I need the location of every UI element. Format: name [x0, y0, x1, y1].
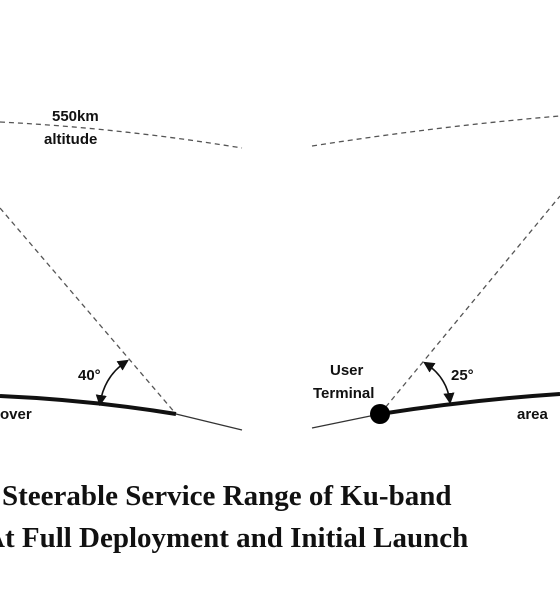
left-ground-coverage — [0, 394, 177, 416]
caption-line-1: Steerable Service Range of Ku-band — [2, 480, 451, 512]
altitude-label-value: 550km — [52, 108, 99, 125]
right-ground-line — [311, 413, 381, 429]
right-beam-line — [379, 195, 560, 415]
right-angle-arc — [423, 361, 455, 405]
user-terminal-label-line2: Terminal — [313, 385, 374, 402]
right-coverage-label: area — [517, 406, 549, 423]
left-angle-arc — [95, 359, 129, 407]
left-angle-label: 40° — [78, 367, 101, 384]
user-terminal-label-line1: User — [330, 362, 364, 379]
figure-caption: Steerable Service Range of Ku-band At Fu… — [0, 480, 468, 554]
left-beam-line — [0, 207, 177, 415]
left-ground-line — [175, 413, 243, 431]
altitude-label-unit: altitude — [44, 131, 97, 148]
right-panel: User Terminal 25° area — [311, 115, 560, 429]
right-angle-label: 25° — [451, 367, 474, 384]
user-terminal-dot — [370, 404, 390, 424]
right-ground-coverage — [379, 392, 560, 416]
caption-line-2: At Full Deployment and Initial Launch — [0, 522, 468, 554]
right-altitude-arc — [311, 115, 560, 147]
left-coverage-label: over — [0, 406, 32, 423]
left-altitude-arc — [0, 121, 243, 149]
left-panel: 550km altitude 40° over — [0, 108, 243, 431]
